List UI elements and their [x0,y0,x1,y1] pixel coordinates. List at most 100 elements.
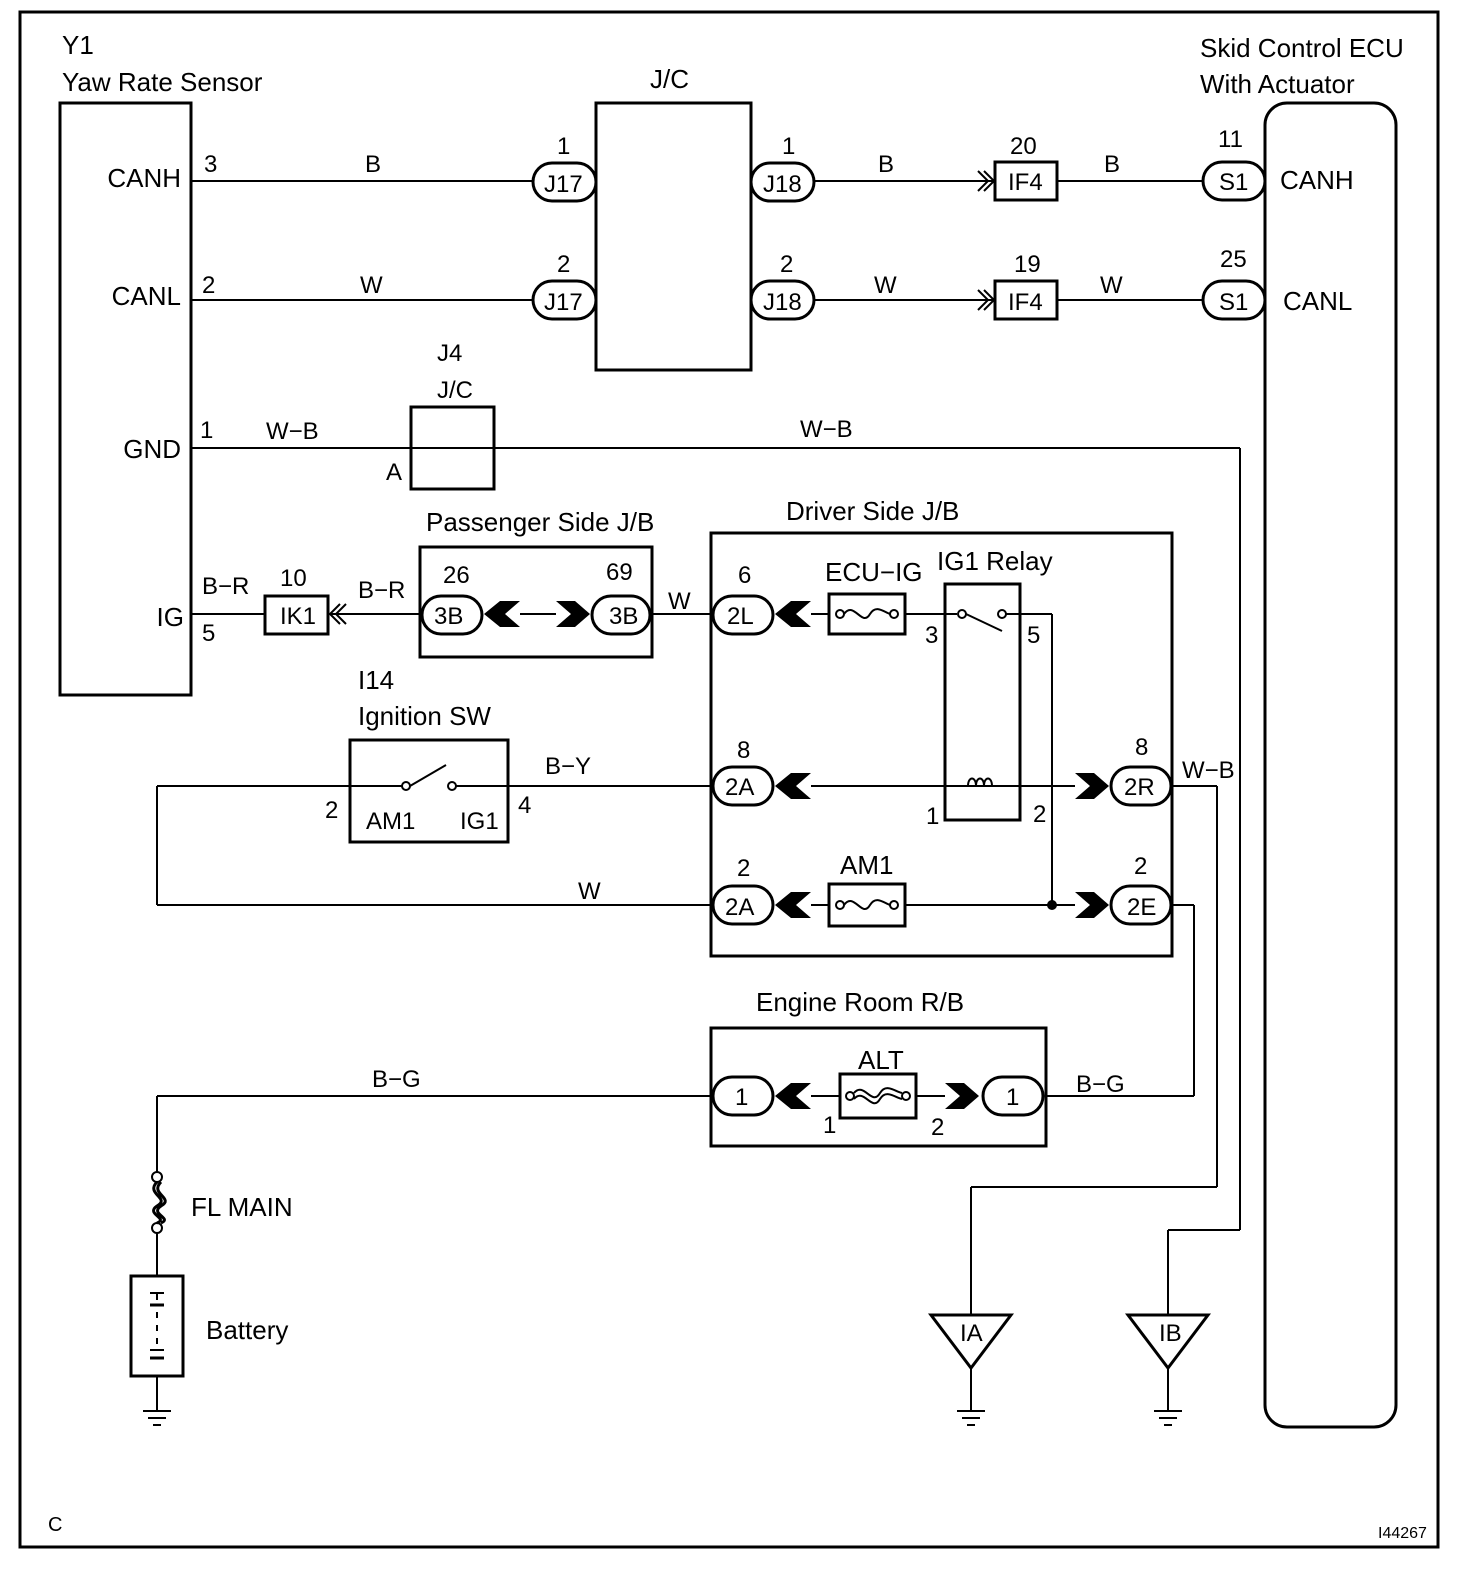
relay-pin-2: 2 [1033,801,1046,828]
conn-2l: 2L [727,603,754,630]
yaw-pin-canh: CANH [107,163,181,193]
pjb-pin-left: 26 [443,562,470,589]
wire-color-w-5: W [578,878,601,905]
ignition-sw-pin-right: 4 [518,792,531,819]
yaw-pin-gnd: GND [123,434,181,464]
wire-color-wb-3: W−B [1182,757,1235,784]
yaw-pinnum-ig: 5 [202,620,215,647]
driver-side-jb: Driver Side J/B 2L 6 ECU−IG 3 IG1 Relay … [709,496,1174,958]
conn-if4-top: IF4 [1008,169,1043,196]
engine-rb-pin1: 1 [823,1112,836,1139]
fusible-link-icon [152,1180,167,1225]
ignition-sw-code: I14 [358,665,394,695]
wire-color-b-2: B [878,151,894,178]
battery-icon [150,1292,164,1360]
conn-2a-top: 2A [725,774,754,801]
conn-ik1: IK1 [280,603,316,630]
relay-switch-icon [957,609,1007,632]
battery: Battery [129,1274,288,1426]
engine-rb-name: Engine Room R/B [756,987,964,1017]
wire-color-w-2: W [874,272,897,299]
ignition-sw-pin-left: 2 [325,797,338,824]
pin-if4-top: 20 [1010,133,1037,160]
relay-pin-5: 5 [1027,622,1040,649]
conn-2a-bottom: 2A [725,894,754,921]
wire-color-b-3: B [1104,151,1120,178]
pjb-conn-right: 3B [609,603,638,630]
pin-j17-top: 1 [557,133,570,160]
engine-rb-conn-left: 1 [735,1084,748,1111]
fl-main-label: FL MAIN [191,1192,293,1222]
ecu-pin-canh: CANH [1280,165,1354,195]
battery-label: Battery [206,1315,288,1345]
pin-j18-top: 1 [782,133,795,160]
yaw-sensor-name: Yaw Rate Sensor [62,67,263,97]
wire-color-br-2: B−R [358,577,405,604]
ecu-ig-fuse-icon [835,608,899,619]
ecu-pinnum-canh: 11 [1218,126,1243,153]
ground-icon-ia [957,1410,985,1426]
pin-2r: 8 [1135,734,1148,761]
ecu-pinnum-canl: 25 [1220,246,1247,273]
bg-wiring-right: B−G [1046,904,1195,1098]
alt-fuse-icon [845,1087,911,1105]
conn-j17-top: J17 [544,171,583,198]
pin-j18-bottom: 2 [780,251,793,278]
ecu-pin-canl: CANL [1283,286,1352,316]
yaw-pinnum-canl: 2 [202,272,215,299]
pin-if4-bottom: 19 [1014,251,1041,278]
bg-wiring-left: B−G [156,1066,713,1172]
relay-pin-3: 3 [925,622,938,649]
conn-s1-top: S1 [1219,169,1248,196]
wb-ground-wiring: W−B [970,757,1235,1315]
engine-rb-pin2: 2 [931,1114,944,1141]
ig1-relay-label: IG1 Relay [937,546,1053,576]
ecu-ig-fuse-label: ECU−IG [825,557,923,587]
passenger-jb-name: Passenger Side J/B [426,507,654,537]
conn-j17-bottom: J17 [544,289,583,316]
yaw-pinnum-canh: 3 [204,151,217,178]
ground-point-ib: IB [1124,1313,1212,1426]
wire-color-by: B−Y [545,753,591,780]
wire-color-b-1: B [365,151,381,178]
skid-control-ecu: Skid Control ECU With Actuator CANH CANL… [1200,33,1404,1429]
yaw-sensor-code: Y1 [62,30,94,60]
splice-point [1047,900,1057,910]
ignition-sw-am1: AM1 [366,808,415,835]
yaw-pin-ig: IG [157,602,184,632]
canl-wiring: W J17 2 J18 2 W IF4 19 W S1 [191,251,1267,321]
wire-color-w-3: W [1100,272,1123,299]
ig-wiring: B−R IK1 10 B−R [191,565,420,636]
conn-if4-bottom: IF4 [1008,289,1043,316]
conn-s1-bottom: S1 [1219,289,1248,316]
pin-2a-top: 8 [737,737,750,764]
wire-color-wb-2: W−B [800,416,853,443]
diagram-frame [18,10,1440,1549]
jc-main-name: J/C [650,64,689,94]
ground-label-ia: IA [960,1320,983,1347]
ground-label-ib: IB [1159,1320,1182,1347]
am1-fuse-icon [835,899,899,910]
pjb-conn-left: 3B [434,603,463,630]
pin-2a-bottom: 2 [737,855,750,882]
relay-coil-icon [967,777,993,787]
j4-code: J4 [437,340,462,367]
pin-ik1: 10 [280,565,307,592]
j4-pin-a: A [386,459,402,486]
ignition-sw-ig1: IG1 [460,808,499,835]
yaw-pin-canl: CANL [112,281,181,311]
ignition-sw-name: Ignition SW [358,701,491,731]
driver-jb-name: Driver Side J/B [786,496,959,526]
wire-color-w-1: W [360,272,383,299]
passenger-side-jb: Passenger Side J/B 26 69 3B 3B W [418,507,712,659]
wire-color-bg-2: B−G [1076,1071,1125,1098]
conn-j18-top: J18 [763,171,802,198]
pin-j17-bottom: 2 [557,251,570,278]
canh-wiring: B J17 1 J18 1 B IF4 20 B S1 [191,133,1267,203]
am1-fuse-label: AM1 [840,850,893,880]
yaw-rate-sensor: Y1 Yaw Rate Sensor CANH CANL GND IG 3 2 … [58,30,263,697]
alt-fuse-label: ALT [858,1045,904,1075]
ecu-name-line1: Skid Control ECU [1200,33,1404,63]
relay-pin-1: 1 [926,803,939,830]
